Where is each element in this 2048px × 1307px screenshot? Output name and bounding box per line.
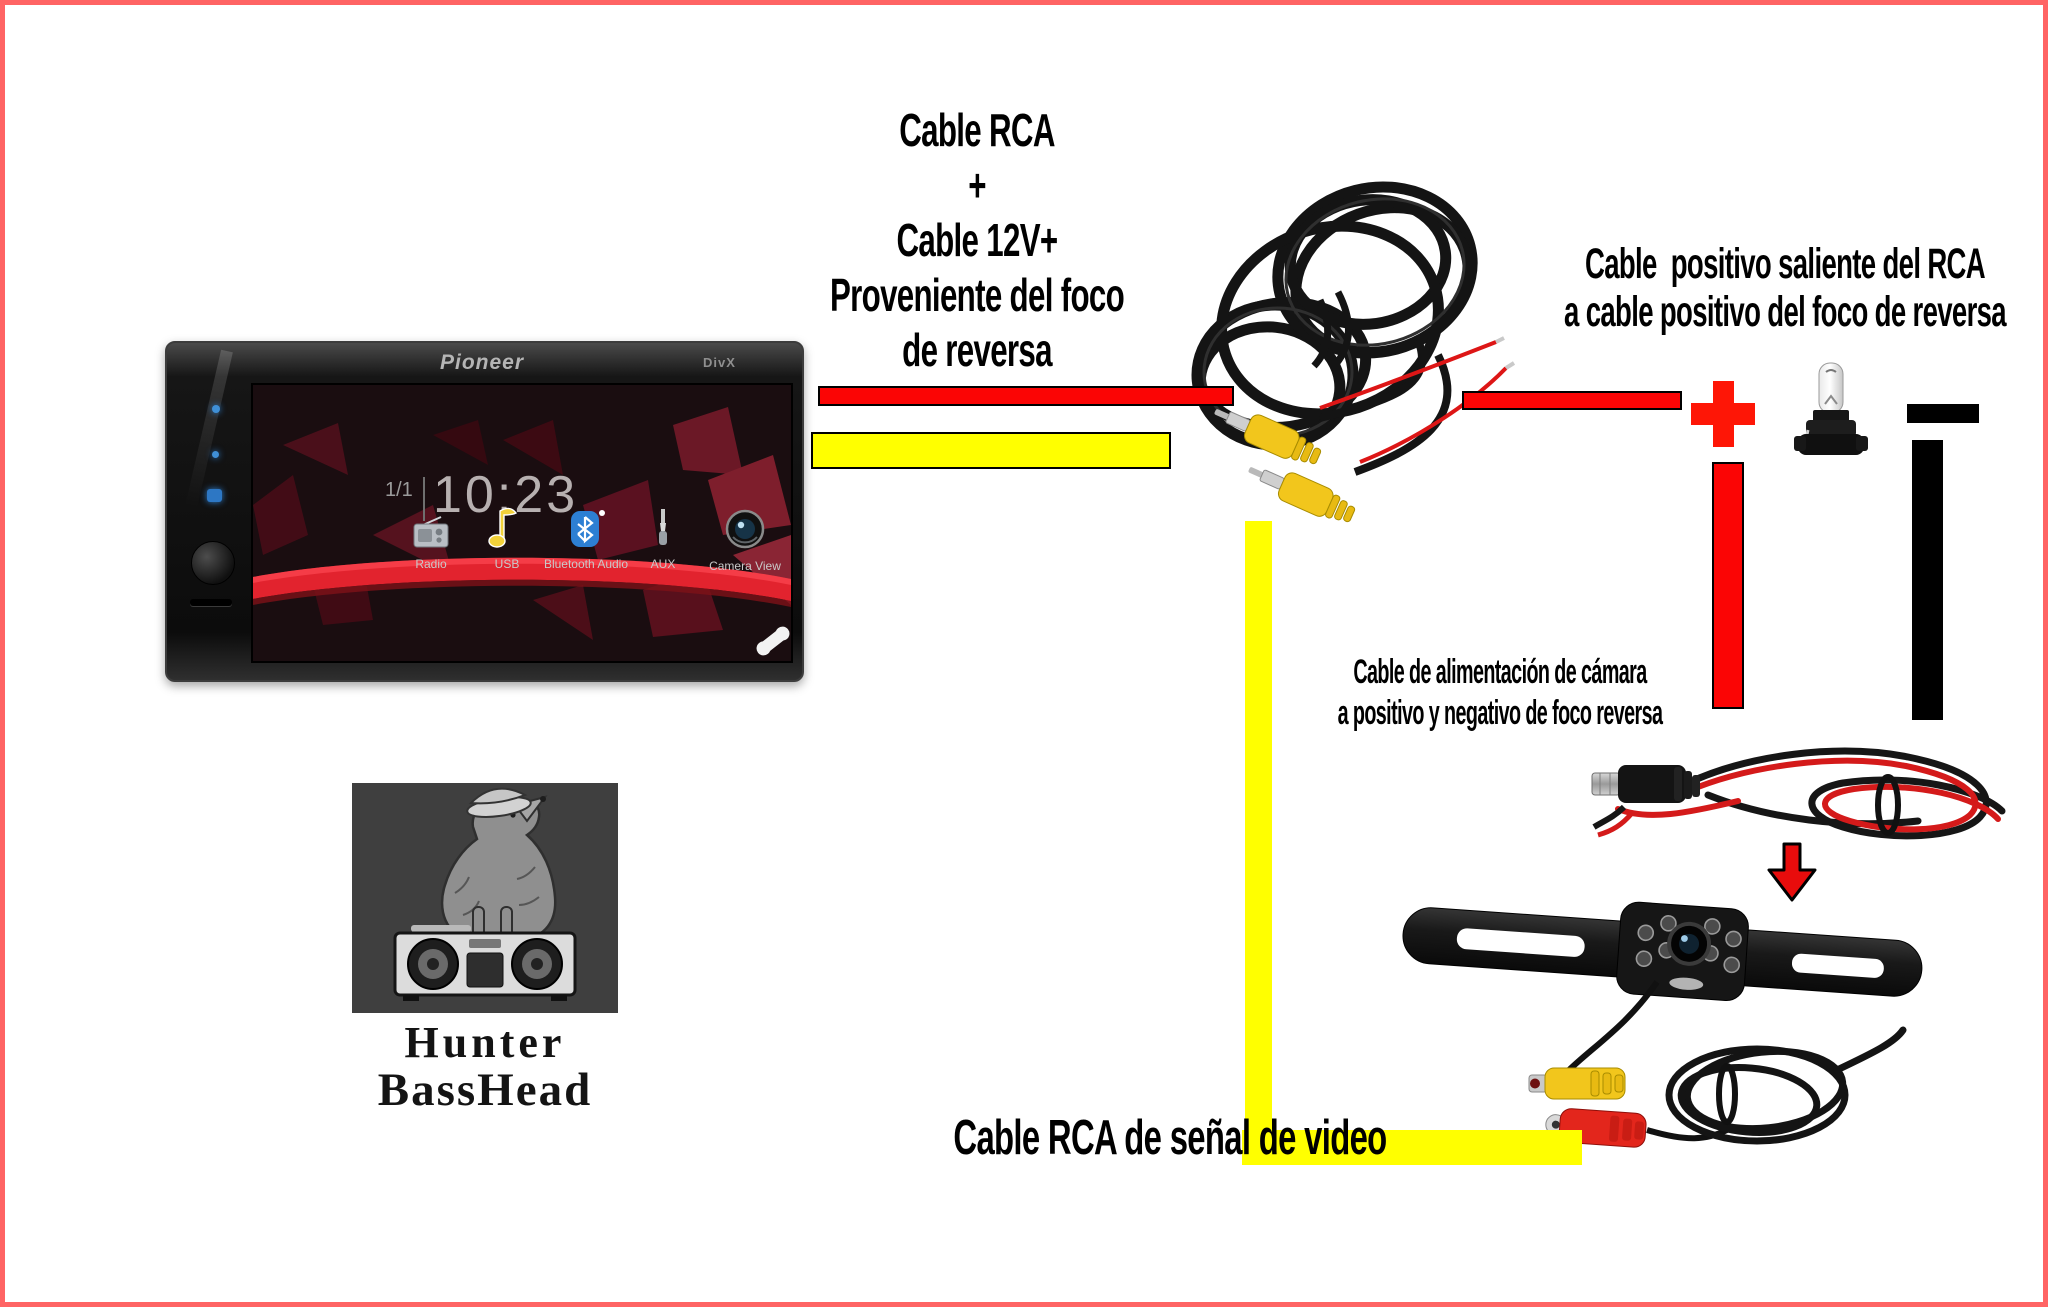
- rca-cable-coil: [1191, 181, 1516, 523]
- minus-icon: [1907, 404, 1979, 423]
- screen-wallpaper: [253, 385, 791, 661]
- touchscreen: 1/1 10:23: [251, 383, 793, 663]
- down-arrow-icon: [1767, 842, 1817, 902]
- microsd-slot: [190, 599, 232, 606]
- rca-plug-icon: [1248, 467, 1356, 523]
- wire-black-ground-vertical: [1912, 440, 1943, 720]
- pioneer-logo: Pioneer: [439, 351, 525, 374]
- usb-music-note-icon: [488, 507, 518, 548]
- power-connector-icon: [1545, 1108, 1647, 1148]
- wolf-boombox-art: [352, 783, 618, 1013]
- source-button-icon: [207, 489, 222, 502]
- wire-yellow-video-vertical: [1245, 521, 1272, 1133]
- logo-text-line2: BassHead: [377, 1064, 593, 1116]
- menu-item-aux: AUX: [615, 507, 711, 571]
- plus-icon: [1691, 381, 1755, 447]
- camera-power-cable: [1591, 747, 2006, 840]
- wire-yellow-headunit-to-rca: [811, 432, 1171, 469]
- menu-item-camera-view: Camera View: [697, 507, 791, 573]
- pioneer-head-unit: Pioneer DivX: [165, 341, 804, 682]
- phone-icon: [756, 626, 790, 656]
- led-indicator-icon: [212, 405, 220, 413]
- divider: [423, 477, 425, 521]
- wire-yellow-video-horizontal: [1242, 1130, 1582, 1165]
- bezel-reflection: [185, 349, 233, 509]
- logo-text-line1: Hunter: [404, 1018, 566, 1067]
- wire-red-rca-to-bulb: [1462, 391, 1682, 410]
- backup-camera: [1402, 901, 1923, 1148]
- reverse-bulb-icon: [1794, 362, 1868, 455]
- volume-knob: [191, 541, 235, 585]
- label-rca-positive: Cable positivo saliente del RCA a cable …: [1564, 240, 2007, 336]
- wire-red-camera-power-vertical: [1712, 462, 1744, 709]
- label-camera-power: Cable de alimentación de cámara a positi…: [1337, 653, 1663, 732]
- label-top-title: Cable RCA + Cable 12V+ Proveniente del f…: [829, 104, 1125, 376]
- label-video-signal: Cable RCA de señal de video: [953, 1111, 1387, 1165]
- aux-jack-icon: [659, 509, 667, 545]
- menu-item-radio: Radio: [383, 515, 479, 571]
- divx-badge: DivX: [703, 355, 736, 370]
- hunter-basshead-logo: Hunter BassHead: [352, 783, 618, 1114]
- menu-item-usb: USB: [459, 503, 555, 571]
- wire-red-headunit-to-rca: [818, 386, 1234, 406]
- dc-barrel-plug-icon: [1591, 765, 1700, 803]
- rca-video-connector-icon: [1528, 1067, 1626, 1100]
- camera-view-icon: [725, 509, 765, 549]
- led-indicator-icon: [212, 451, 219, 458]
- screen-date: 1/1: [385, 479, 413, 501]
- radio-icon: [413, 516, 449, 548]
- bluetooth-icon: [571, 510, 605, 547]
- menu-item-bluetooth: Bluetooth Audio: [538, 509, 634, 571]
- rca-plug-icon: [1214, 409, 1322, 465]
